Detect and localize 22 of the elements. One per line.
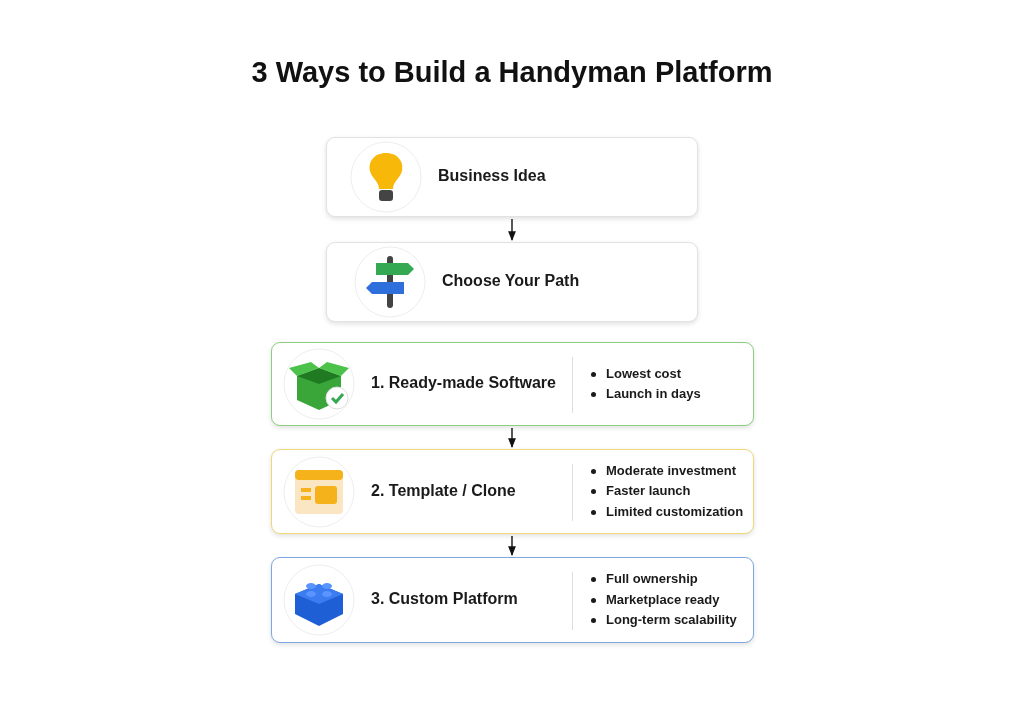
arrow [508,535,516,556]
step-title: 2. Template / Clone [371,481,516,500]
step-card [271,557,754,643]
diagram-title: 3 Ways to Build a Handyman Platform [250,56,774,89]
step-title: Choose Your Path [442,272,580,290]
bullet-item: Faster launch [606,482,691,501]
bullet-item: Launch in days [606,385,701,403]
bullet-item: Full ownership [606,570,698,589]
bullet-item: Long-term scalability [606,611,737,630]
bullet-item: Limited customization [606,502,744,521]
step-card [326,242,698,322]
arrow [508,427,516,448]
bullet-item: Moderate investment [606,461,737,480]
step-title: 1. Ready-made Software [371,374,556,392]
bullet-item: Marketplace ready [606,590,720,609]
bullet-item: Lowest cost [606,364,682,383]
step-card [271,449,754,534]
step-title: 3. Custom Platform [371,590,518,608]
arrow [508,218,516,241]
step-title: Business Idea [438,167,546,185]
step-card [271,342,754,426]
step-card [326,137,698,217]
